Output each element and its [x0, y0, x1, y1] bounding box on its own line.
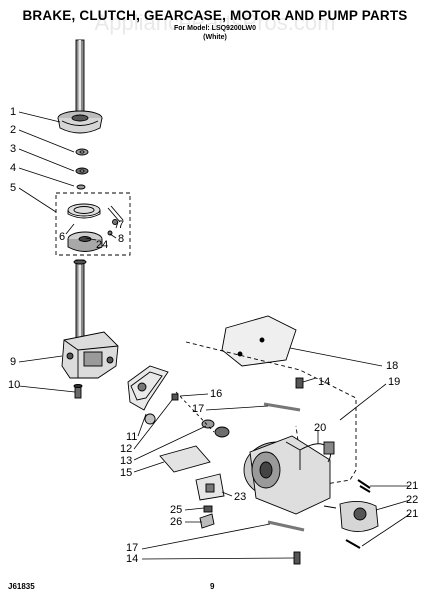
part-11-pump-cover	[127, 365, 169, 425]
callout-26: 26	[170, 516, 183, 528]
part-20-motor	[243, 435, 331, 515]
callout-17-lower: 17	[126, 542, 139, 554]
part-9-gearcase	[61, 331, 119, 379]
model-subtitle: For Model: LSQ9200LW0	[173, 25, 257, 32]
color-variant: (White)	[203, 34, 227, 41]
part-14-lower-bolt	[293, 551, 301, 565]
part-10-bolt	[73, 384, 83, 399]
part-16-screw	[171, 393, 179, 401]
part-1-drive-bell	[57, 110, 103, 134]
callout-6: 6	[59, 231, 66, 243]
callout-1: 1	[10, 106, 17, 118]
callout-16: 16	[210, 388, 223, 400]
callout-13: 13	[120, 455, 133, 467]
document-code: J61835	[8, 582, 35, 591]
agitator-shaft-lower	[73, 259, 87, 343]
callout-15: 15	[120, 467, 133, 479]
callout-4: 4	[10, 162, 17, 174]
callout-14-lower: 14	[126, 553, 139, 565]
part-2-washer	[75, 148, 89, 156]
part-21-clamp	[345, 479, 371, 549]
leader-lines	[18, 111, 411, 560]
callout-19: 19	[388, 376, 401, 388]
callout-7: 7	[118, 219, 125, 231]
agitator-shaft-upper	[75, 39, 85, 123]
part-5-brake-assembly	[67, 203, 124, 252]
callout-14-upper: 14	[318, 376, 331, 388]
callout-11: 11	[126, 431, 138, 443]
page-title: BRAKE, CLUTCH, GEARCASE, MOTOR AND PUMP …	[22, 8, 408, 23]
callout-20: 20	[314, 422, 327, 434]
callout-23: 23	[234, 491, 247, 503]
part-23-bracket	[195, 473, 225, 501]
callout-5: 5	[10, 182, 17, 194]
callout-22: 22	[406, 494, 419, 506]
part-3-washer	[75, 167, 89, 175]
part-15-plate	[159, 445, 211, 473]
part-17-rod	[263, 402, 301, 412]
callout-9: 9	[10, 356, 17, 368]
part-14-bolt	[295, 377, 304, 389]
part-22-pump	[323, 501, 379, 532]
page-number: 9	[210, 582, 215, 591]
callout-18: 18	[386, 360, 399, 372]
part-18-motor-shield	[221, 315, 297, 367]
callout-24: 24	[96, 239, 109, 251]
part-17-lower-rod	[267, 520, 305, 532]
brake-assembly-group	[55, 192, 131, 256]
part-12-coupling	[175, 391, 230, 438]
callout-21-lower: 21	[406, 508, 419, 520]
part-20-harness	[299, 441, 335, 463]
callout-2: 2	[10, 124, 17, 136]
callout-8: 8	[118, 233, 125, 245]
callout-25: 25	[170, 504, 183, 516]
callout-21-upper: 21	[406, 480, 419, 492]
callout-17-upper: 17	[192, 403, 205, 415]
callout-10: 10	[8, 379, 21, 391]
part-25-26-fasteners	[199, 505, 215, 529]
callout-12: 12	[120, 443, 133, 455]
callout-3: 3	[10, 143, 17, 155]
part-4-spacer	[76, 184, 86, 190]
